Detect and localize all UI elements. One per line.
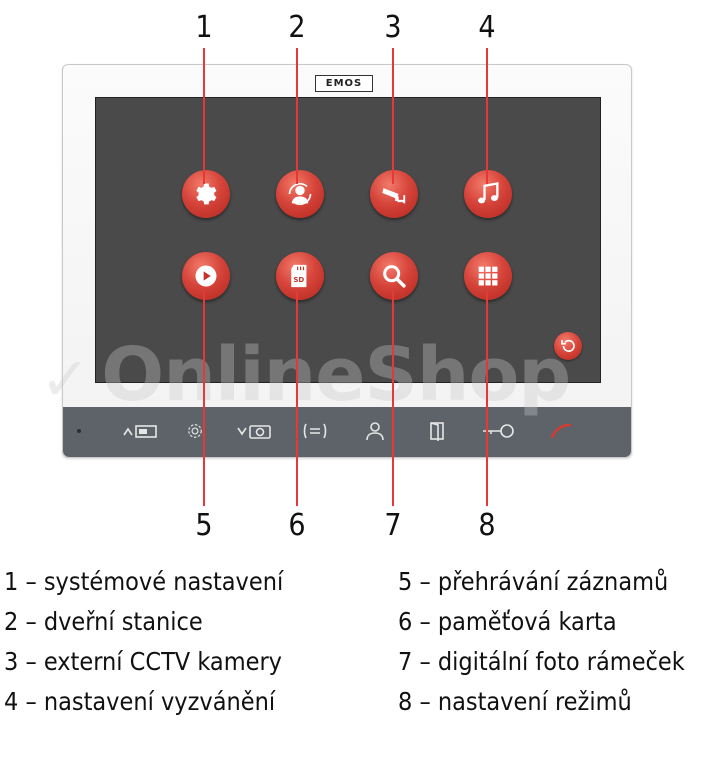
back-button[interactable] (554, 332, 582, 360)
legend-right: 5 – přehrávání záznamů 6 – paměťová kart… (398, 562, 685, 722)
legend-item-6: 6 – paměťová karta (398, 607, 617, 636)
system-settings-button[interactable] (182, 170, 230, 218)
bottom-control-bar (63, 407, 631, 457)
door-icon (430, 422, 444, 441)
down-camera-icon (237, 425, 271, 439)
microphone (77, 429, 81, 433)
back-arrow-icon (561, 339, 575, 352)
callout-8: 8 (478, 508, 496, 543)
grid-mode-icon (478, 266, 498, 286)
leader-line-6 (296, 290, 298, 506)
ringtone-settings-button[interactable] (464, 170, 512, 218)
callout-7: 7 (384, 508, 402, 543)
leader-line-5 (203, 290, 205, 506)
leader-line-8 (486, 290, 488, 506)
callout-2: 2 (288, 10, 306, 45)
mode-settings-button[interactable] (464, 252, 512, 300)
watermark: ✓OnlineShop (40, 332, 571, 418)
intercom-button[interactable] (301, 419, 329, 443)
leader-line-7 (392, 290, 394, 506)
legend-left: 1 – systémové nastavení 2 – dveřní stani… (4, 562, 283, 722)
play-icon (195, 265, 217, 287)
cctv-camera-icon (382, 188, 406, 204)
door-station-icon (288, 182, 312, 206)
up-monitor-icon (123, 425, 157, 438)
photo-frame-button[interactable] (370, 252, 418, 300)
leader-line-4 (486, 48, 488, 184)
door-button[interactable] (427, 419, 447, 443)
camera-down-button[interactable] (235, 419, 275, 443)
person-icon (366, 422, 384, 441)
legend-item-1: 1 – systémové nastavení (4, 567, 284, 596)
magnifier-icon (383, 265, 406, 288)
svg-text:SD: SD (293, 276, 304, 284)
memory-card-button[interactable]: SD (276, 252, 324, 300)
person-button[interactable] (365, 419, 385, 443)
music-note-icon (478, 182, 499, 204)
intercom-monitor: EMOS (62, 64, 632, 458)
legend-item-3: 3 – externí CCTV kamery (4, 647, 282, 676)
callout-1: 1 (195, 10, 213, 45)
hang-up-button[interactable] (547, 419, 575, 443)
legend-item-7: 7 – digitální foto rámeček (398, 647, 685, 676)
door-station-button[interactable] (276, 170, 324, 218)
settings-key[interactable] (183, 419, 207, 443)
playback-button[interactable] (182, 252, 230, 300)
settings-gear-icon (196, 183, 217, 205)
legend-item-8: 8 – nastavení režimů (398, 687, 632, 716)
callout-6: 6 (288, 508, 306, 543)
hang-up-icon (550, 423, 572, 439)
brand-logo: EMOS (315, 75, 373, 92)
cctv-cameras-button[interactable] (370, 170, 418, 218)
monitor-up-button[interactable] (121, 419, 161, 443)
callout-3: 3 (384, 10, 402, 45)
legend-item-2: 2 – dveřní stanice (4, 607, 203, 636)
leader-line-1 (203, 48, 205, 184)
leader-line-2 (296, 48, 298, 184)
monitor-screen: SD (95, 97, 601, 383)
sd-card-icon: SD (291, 264, 307, 288)
intercom-icon (303, 423, 327, 439)
callout-5: 5 (195, 508, 213, 543)
legend-item-5: 5 – přehrávání záznamů (398, 567, 669, 596)
leader-line-3 (392, 48, 394, 184)
callout-4: 4 (478, 10, 496, 45)
legend-item-4: 4 – nastavení vyzvánění (4, 687, 276, 716)
settings-gear-icon (188, 424, 202, 438)
